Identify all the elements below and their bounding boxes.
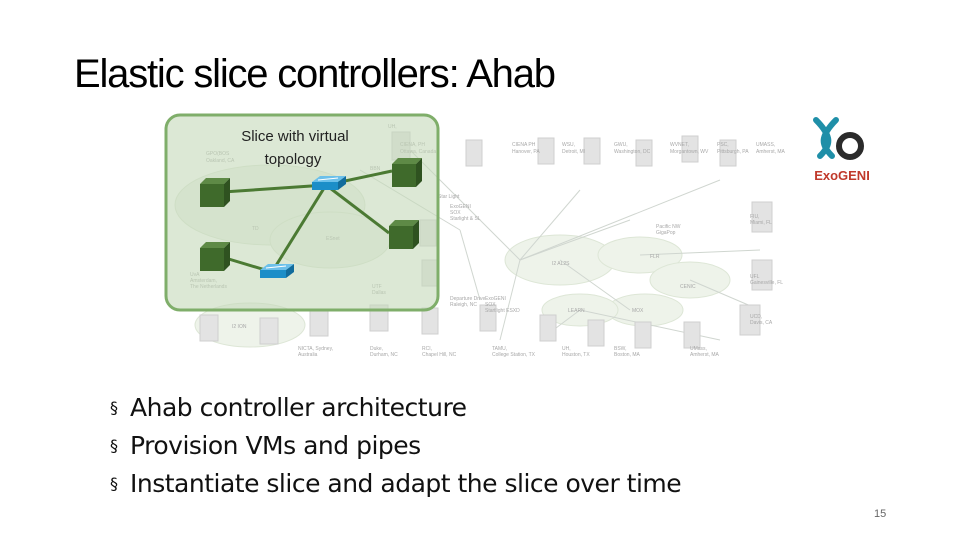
background-label: GigaPop [656, 230, 676, 236]
background-label: FIU, [750, 214, 759, 220]
slice-label-line1: Slice with virtual [241, 128, 349, 145]
background-label: Departure Drive [450, 296, 486, 302]
slice-label-line2: topology [265, 151, 322, 168]
background-label: Durham, NC [370, 352, 398, 358]
background-label: UFL [750, 274, 760, 280]
background-label: TAMU, [492, 346, 507, 352]
background-label: Boston, MA [614, 352, 641, 358]
background-label: CENIC [680, 284, 696, 290]
background-label: Pittsburgh, PA [717, 149, 749, 155]
background-label: I2 AL2S [552, 261, 570, 267]
logo-text: ExoGENI [814, 168, 870, 183]
logo-mark-o [836, 132, 864, 160]
background-label: Amherst, MA [756, 149, 785, 155]
background-label: PSC, [717, 142, 729, 148]
vm-node [389, 220, 419, 249]
vm-node [200, 242, 230, 271]
background-label: Davis, CA [750, 320, 773, 326]
background-label: Washington, DC [614, 149, 651, 155]
vm-node [392, 158, 422, 187]
network-topology-diagram: UH,GPO(BOSOakland, CACIENA, PHOttawa, Ca… [164, 113, 785, 358]
bullet-item: § Provision VMs and pipes [110, 430, 681, 468]
background-label: LEARN [568, 308, 585, 314]
slide-title: Elastic slice controllers: Ahab [74, 52, 556, 96]
background-label: UMass, [690, 346, 707, 352]
background-label: Raleigh, NC [450, 302, 477, 308]
background-label: Duke, [370, 346, 383, 352]
background-label: Chapel Hill, NC [422, 352, 457, 358]
background-label: ExoGENI [485, 296, 506, 302]
background-label: Gainesville, FL [750, 280, 783, 286]
background-label: Hanover, PA [512, 149, 540, 155]
bullet-text: Instantiate slice and adapt the slice ov… [130, 469, 682, 498]
background-label: Detroit, MI [562, 149, 585, 155]
background-label: Houston, TX [562, 352, 590, 358]
background-label: College Station, TX [492, 352, 536, 358]
logo-mark-x [813, 117, 839, 159]
background-label: WSU, [562, 142, 575, 148]
background-label: Australia [298, 352, 318, 358]
background-label: RCI, [422, 346, 432, 352]
background-label: Starlight & SL [450, 216, 481, 222]
background-label: Startlight ESXD [485, 308, 520, 314]
bullet-mark: § [110, 398, 118, 417]
bullet-text: Provision VMs and pipes [130, 431, 421, 460]
background-label: CIENA PH [512, 142, 536, 148]
background-label: FLR [650, 254, 660, 260]
background-label: MOX [632, 308, 644, 314]
vm-node [200, 178, 230, 207]
background-label: WVNET, [670, 142, 689, 148]
background-label: UCD, [750, 314, 762, 320]
bullet-list: § Ahab controller architecture § Provision… [110, 392, 682, 506]
bullet-mark: § [110, 436, 118, 455]
bullet-text: Ahab controller architecture [130, 393, 467, 422]
background-label: I2 ION [232, 324, 247, 330]
background-label: BSW, [614, 346, 627, 352]
background-label: Star Light [438, 194, 460, 200]
background-label: NICTA, Sydney, [298, 346, 333, 352]
background-label: SOX [485, 302, 496, 308]
switch-node [312, 176, 346, 190]
exogeni-logo: ExoGENI [813, 117, 870, 183]
background-label: Morgantown, WV [670, 149, 709, 155]
background-label: GWU, [614, 142, 628, 148]
bullet-mark: § [110, 474, 118, 493]
background-label: Amherst, MA [690, 352, 720, 358]
switch-node [260, 264, 294, 278]
background-label: UH, [562, 346, 571, 352]
page-number: 15 [874, 508, 887, 520]
bullet-item: § Instantiate slice and adapt the slice o… [110, 468, 682, 506]
background-label: Pacific NW [656, 224, 681, 230]
bullet-item: § Ahab controller architecture [110, 392, 681, 430]
background-label: Miami, FL [750, 220, 772, 226]
background-label: SOX [450, 210, 461, 216]
background-label: ExoGENI [450, 204, 471, 210]
background-label: UMASS, [756, 142, 775, 148]
